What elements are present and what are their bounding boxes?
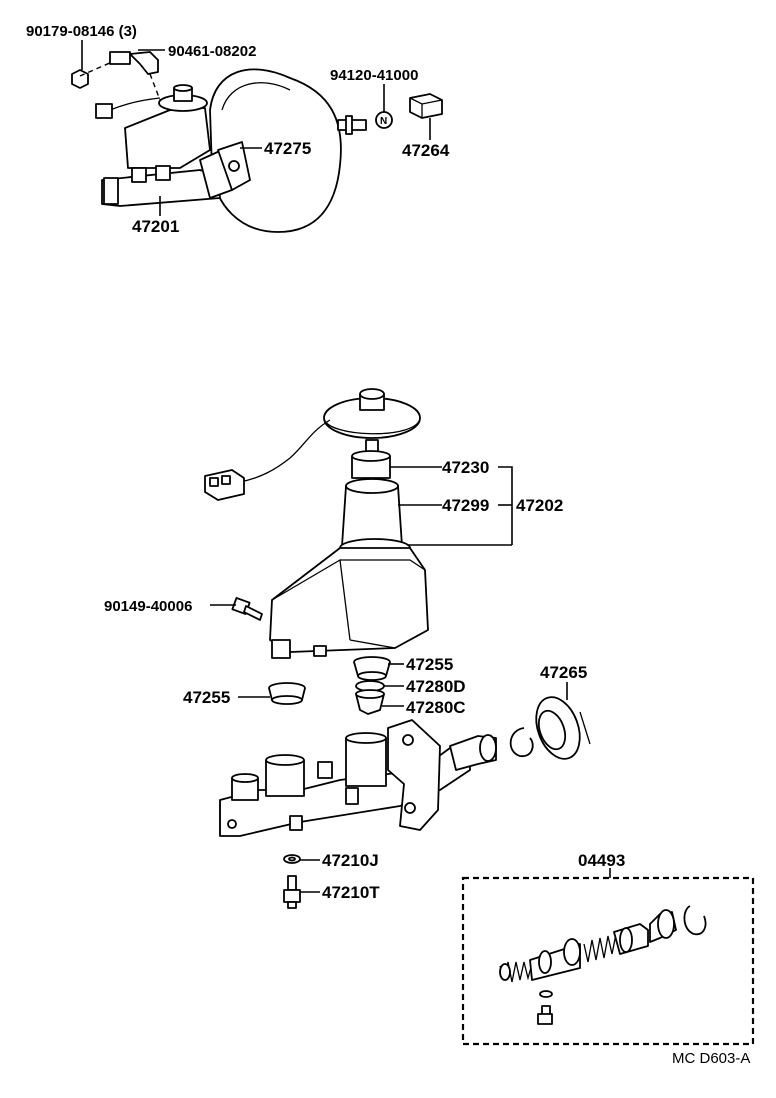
leader-lines-top	[81, 40, 431, 216]
label-47255-left: 47255	[183, 688, 230, 707]
diagram-code: MC D603-A	[672, 1050, 750, 1067]
label-47280d: 47280D	[406, 677, 466, 696]
repair-kit-04493	[461, 876, 755, 1046]
brake-booster-assembly	[209, 68, 367, 233]
label-47255-right: 47255	[406, 655, 453, 674]
small-hardware-top: N	[71, 51, 443, 129]
bleeder-47210t	[283, 875, 301, 909]
label-47210j: 47210J	[322, 851, 379, 870]
washer-47210j	[283, 854, 301, 864]
label-04493: 04493	[578, 851, 625, 870]
label-90179: 90179-08146 (3)	[26, 23, 137, 40]
master-cylinder-body	[219, 719, 497, 837]
label-47202: 47202	[516, 496, 563, 515]
svg-text:N: N	[380, 116, 387, 127]
label-90461: 90461-08202	[168, 43, 256, 60]
label-47275: 47275	[264, 139, 311, 158]
grommet-47255-right	[353, 656, 391, 681]
label-47280c: 47280C	[406, 698, 466, 717]
label-47299: 47299	[442, 496, 489, 515]
label-47230: 47230	[442, 458, 489, 477]
boot-47265	[535, 696, 591, 760]
screw-90149	[231, 597, 263, 621]
label-47201: 47201	[132, 217, 179, 236]
label-47265: 47265	[540, 663, 587, 682]
label-90149: 90149-40006	[104, 598, 192, 615]
label-94120: 94120-41000	[330, 67, 418, 84]
grommet-47255-left	[268, 682, 306, 705]
plug-47280c	[355, 689, 385, 715]
snap-ring	[509, 727, 534, 757]
master-cylinder-top	[95, 84, 251, 207]
label-47210t: 47210T	[322, 883, 380, 902]
part-labels: 90179-08146 (3) 90461-08202 94120-41000 …	[26, 23, 625, 902]
label-47264: 47264	[402, 141, 450, 160]
leader-lines-middle	[210, 466, 611, 893]
reservoir-assembly	[204, 388, 429, 659]
